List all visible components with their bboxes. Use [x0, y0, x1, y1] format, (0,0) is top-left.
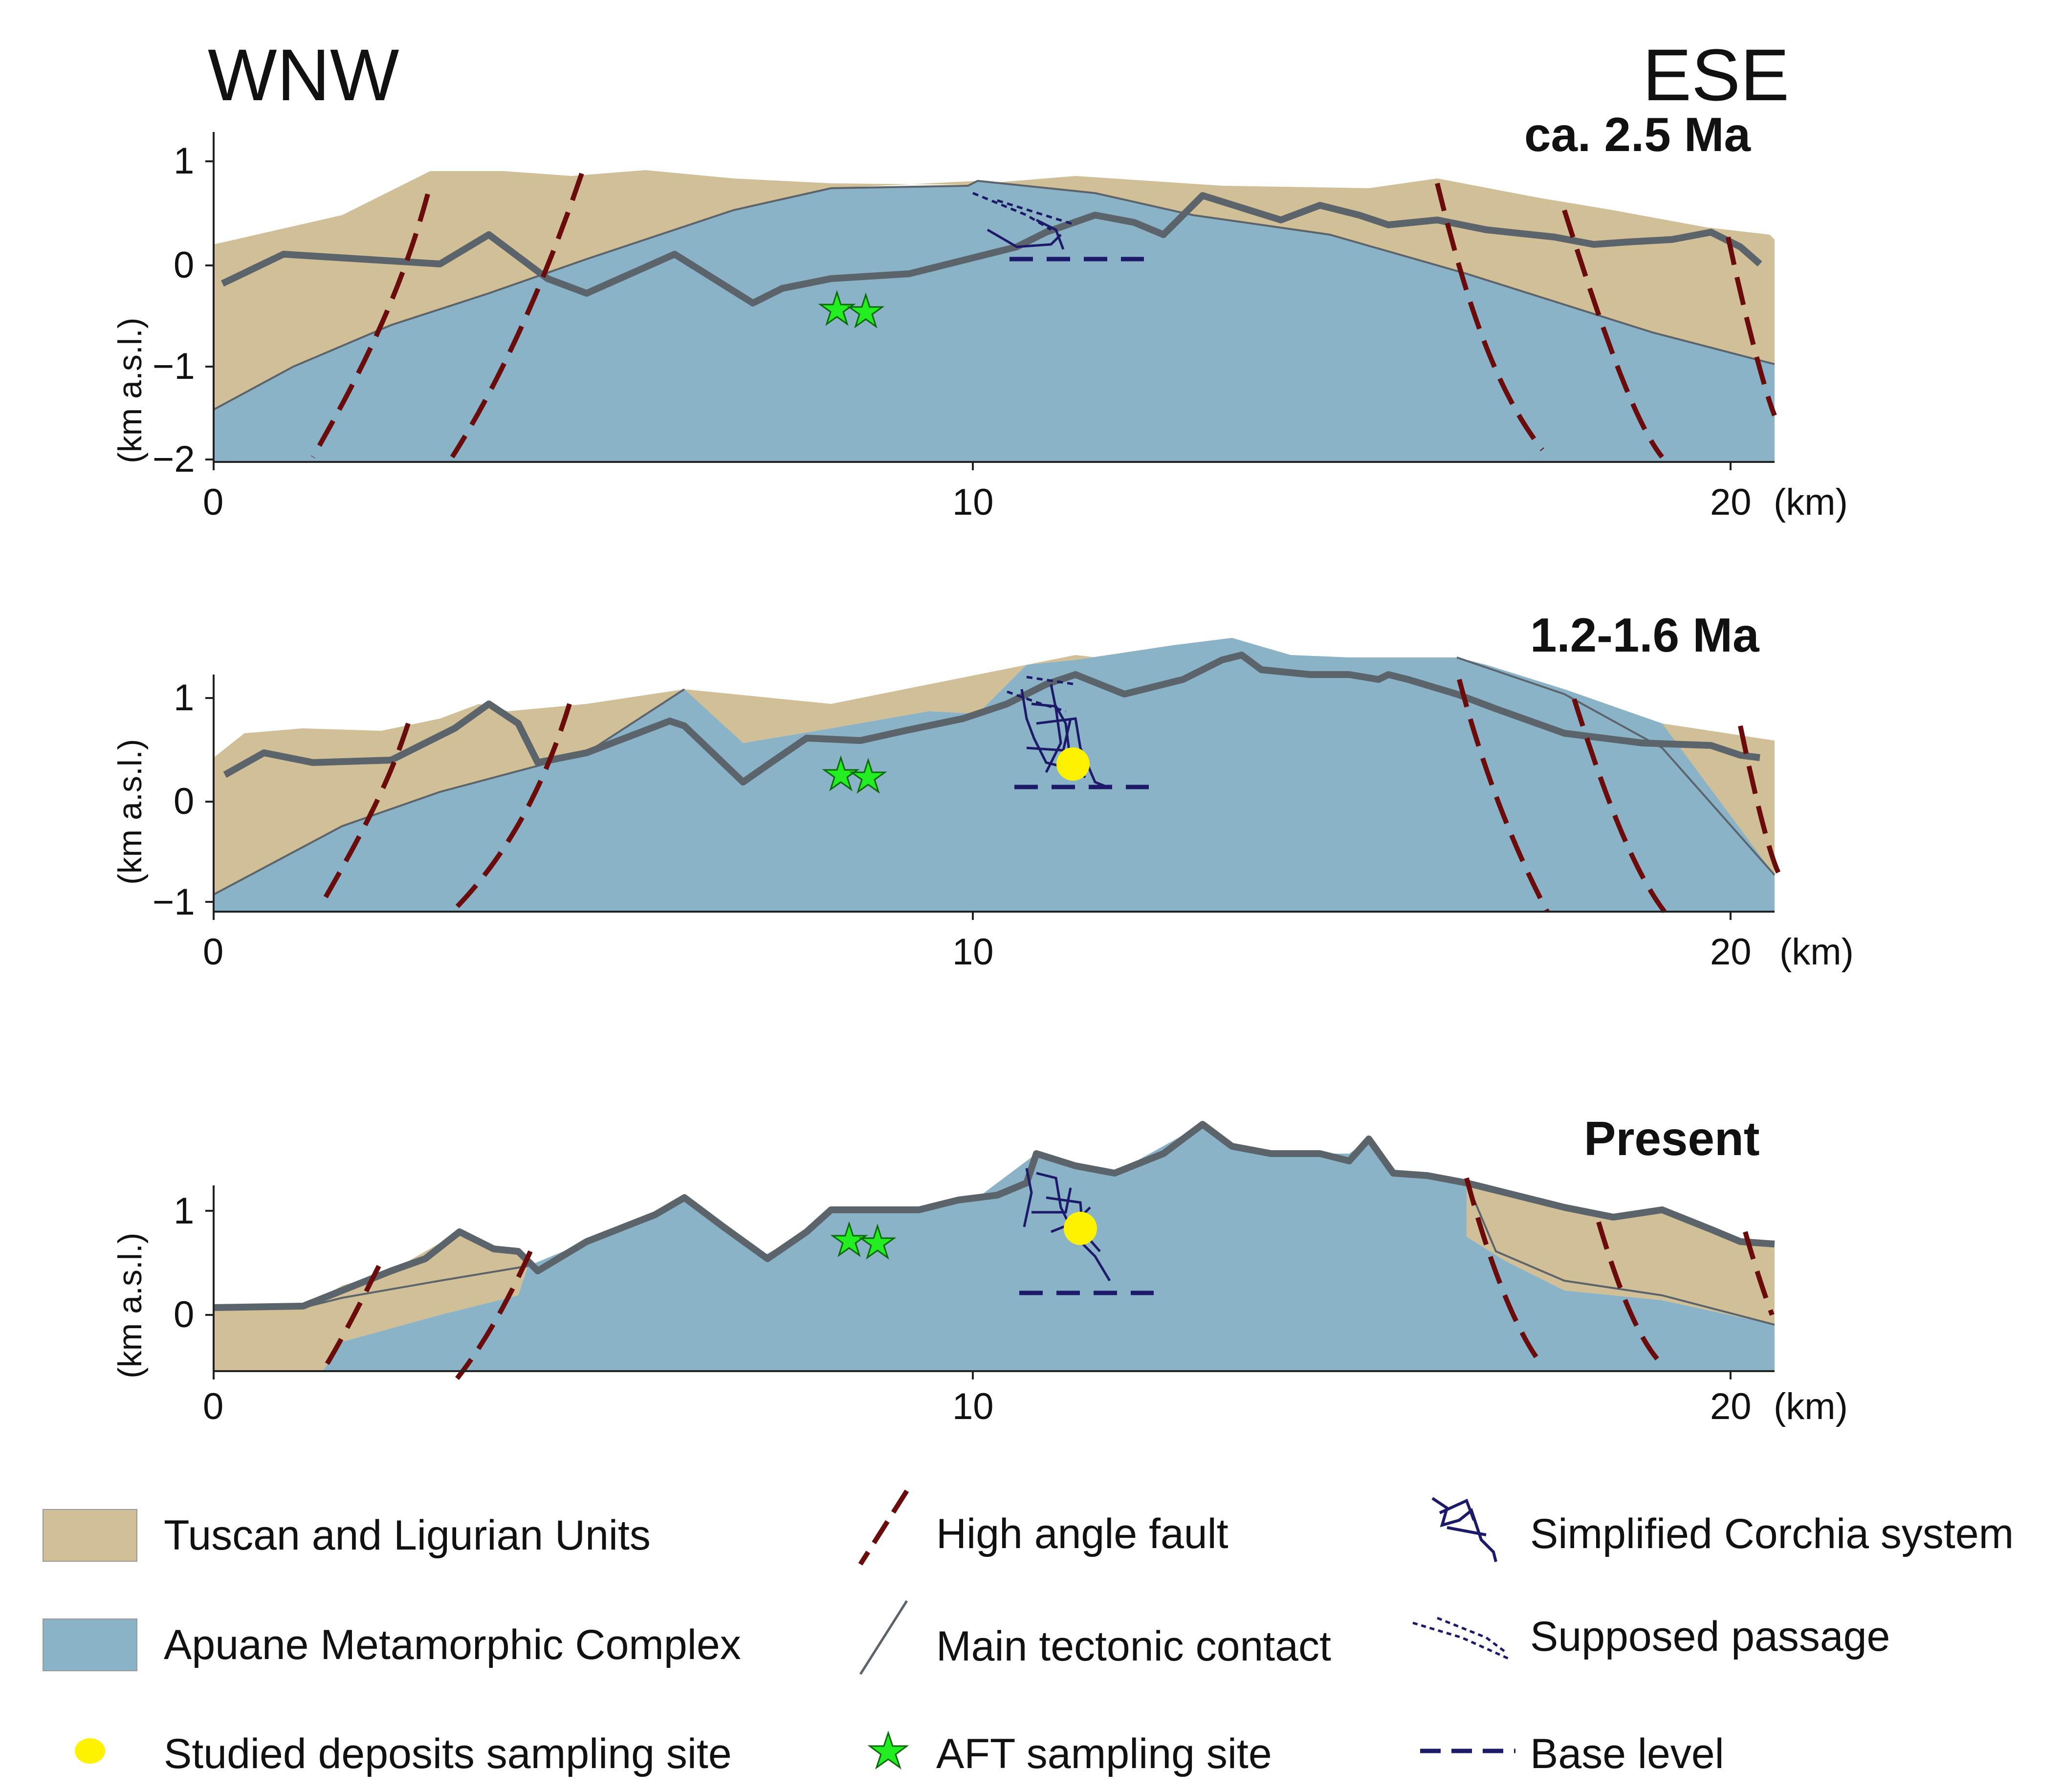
aft-sampling-stars: [818, 290, 885, 328]
tectonic-contact-line-east: [1456, 656, 1776, 876]
legend-fault-line: [858, 1489, 909, 1566]
legend-label-apuane: Apuane Metamorphic Complex: [164, 1621, 741, 1668]
apuane-complex-area: [323, 1124, 1775, 1371]
legend-symbols: [43, 1489, 1515, 1770]
panel-1-2-1-6ma: [205, 638, 1782, 920]
topographic-profile: [213, 1121, 1775, 1311]
panel-3-xtick-10: 10: [952, 1386, 994, 1427]
tectonic-contact-line: [213, 688, 685, 896]
panel-2-age-label: 1.2-1.6 Ma: [1530, 608, 1759, 662]
aft-sampling-stars: [830, 1221, 897, 1260]
legend-label-contact: Main tectonic contact: [936, 1623, 1331, 1670]
wnw-label: WNW: [208, 34, 399, 116]
panel-2-xtick-20: 20: [1710, 931, 1752, 973]
axes: [205, 1185, 1775, 1379]
panel-1-ytick-m1: −1: [153, 346, 195, 387]
supposed-passage: [972, 192, 1076, 231]
topographic-profile: [220, 192, 1762, 306]
panel-1-ytick-m2: −2: [153, 438, 195, 480]
tectonic-contact-line: [213, 179, 1775, 411]
tuscan-units-area: [214, 170, 1775, 410]
panel-1-x-unit: (km): [1774, 481, 1848, 523]
high-angle-faults: [318, 678, 1782, 914]
axes: [205, 132, 1775, 470]
panel-1-xtick-20: 20: [1710, 481, 1752, 523]
legend-label-corchia: Simplified Corchia system: [1530, 1510, 2014, 1557]
legend-label-base-level: Base level: [1530, 1730, 1724, 1777]
panel-2-x-unit: (km): [1779, 931, 1854, 973]
legend-label-aft: AFT sampling site: [936, 1730, 1272, 1777]
legend-label-deposits: Studied deposits sampling site: [164, 1730, 732, 1777]
panel-1-age-label: ca. 2.5 Ma: [1524, 108, 1751, 161]
panel-3-x-unit: (km): [1774, 1386, 1848, 1427]
panel-2-ytick-1: 1: [174, 677, 195, 719]
panel-2-xtick-10: 10: [952, 931, 994, 973]
panel-3-ytick-0: 0: [174, 1294, 195, 1335]
ese-label: ESE: [1643, 34, 1790, 116]
panel-2-xtick-0: 0: [203, 931, 224, 973]
legend-label-passage: Supposed passage: [1530, 1613, 1890, 1660]
axes: [205, 675, 1775, 920]
legend-aft-star: [867, 1730, 909, 1770]
topographic-profile: [223, 652, 1760, 786]
apuane-complex-area: [214, 638, 1775, 912]
legend-corchia-symbol: [1431, 1497, 1497, 1562]
supposed-passage: [1007, 676, 1076, 713]
panel-1-xtick-10: 10: [952, 481, 994, 523]
panel-1-y-axis-title: (km a.s.l.): [111, 317, 149, 463]
legend-swatch-tuscan: [43, 1509, 137, 1562]
tuscan-units-area: [214, 1232, 528, 1371]
legend-passage-symbol: [1412, 1617, 1512, 1661]
panel-3-y-axis-title: (km a.s.l.): [111, 1232, 149, 1378]
legend-swatch-apuane: [43, 1618, 137, 1671]
panel-3-age-label: Present: [1584, 1112, 1760, 1165]
legend-label-tuscan: Tuscan and Ligurian Units: [164, 1512, 651, 1559]
legend-label-fault: High angle fault: [936, 1510, 1228, 1557]
panel-2-5ma: [205, 132, 1777, 470]
corchia-system: [987, 219, 1065, 250]
tectonic-contact-line-east: [1466, 1181, 1775, 1326]
panel-3-xtick-0: 0: [203, 1386, 224, 1427]
legend-deposit-circle: [75, 1738, 105, 1764]
panel-present: [205, 1121, 1775, 1380]
high-angle-faults: [310, 173, 1777, 459]
legend-contact-line: [859, 1600, 908, 1675]
panel-1-ytick-1: 1: [174, 140, 195, 182]
aft-sampling-stars: [822, 755, 887, 794]
panel-1-ytick-0: 0: [174, 244, 195, 286]
panel-2-ytick-m1: −1: [153, 881, 195, 923]
panel-2-y-axis-title: (km a.s.l.): [111, 739, 149, 885]
panel-3-ytick-1: 1: [174, 1190, 195, 1232]
panel-1-xtick-0: 0: [203, 481, 224, 523]
tuscan-units-east: [1467, 1182, 1775, 1325]
high-angle-faults: [320, 1177, 1775, 1380]
panel-3-xtick-20: 20: [1710, 1386, 1752, 1427]
deposit-sampling-site: [1064, 1212, 1097, 1245]
corchia-system: [1020, 684, 1108, 788]
deposit-sampling-site: [1056, 747, 1090, 781]
panel-2-ytick-0: 0: [174, 781, 195, 822]
